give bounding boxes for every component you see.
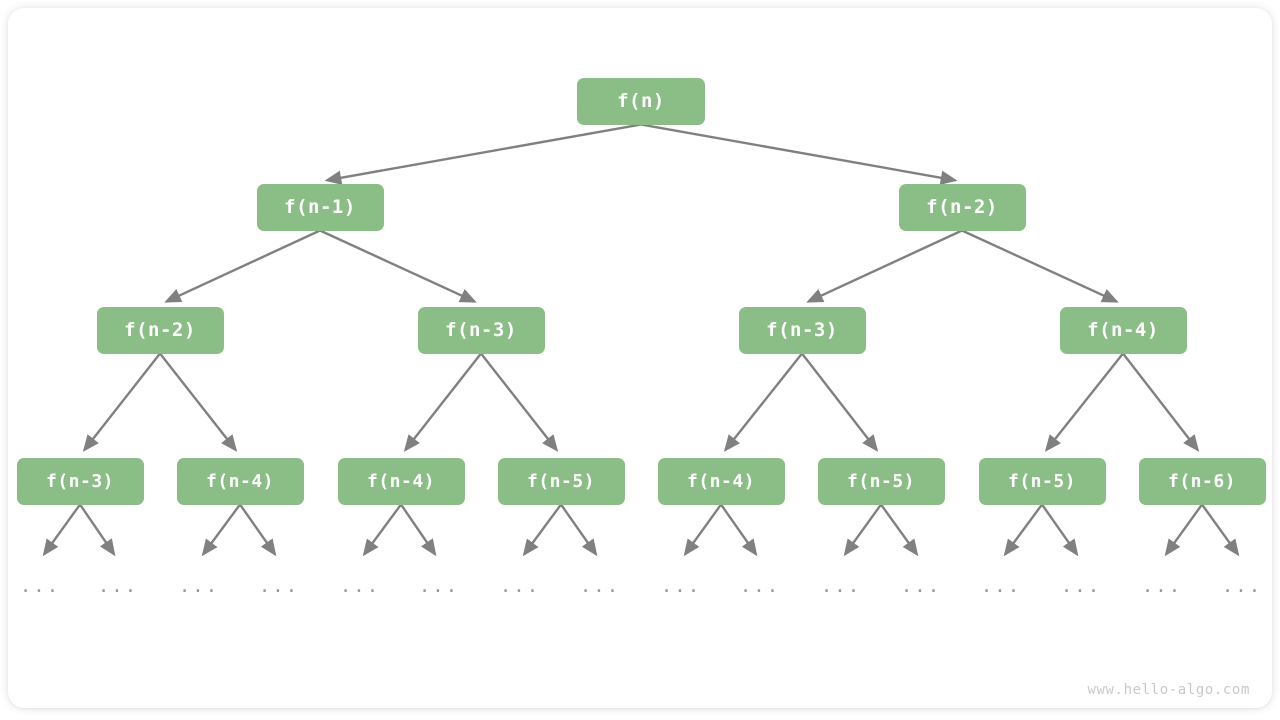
tree-node-n11[interactable]: f(n-4) [657,457,785,505]
tree-node-n0[interactable]: f(n) [577,77,705,125]
tree-node-label: f(n-4) [366,470,436,492]
ellipsis-marker: ... [1221,575,1263,597]
tree-node-label: f(n-3) [766,319,838,341]
tree-node-n2[interactable]: f(n-2) [898,183,1026,231]
tree-node-n7[interactable]: f(n-3) [16,457,144,505]
tree-node-label: f(n-4) [1087,319,1159,341]
ellipsis-marker: ... [258,575,300,597]
ellipsis-marker: ... [97,575,139,597]
ellipsis-marker: ... [820,575,862,597]
tree-node-label: f(n-1) [284,196,356,218]
ellipsis-marker: ... [739,575,781,597]
tree-node-label: f(n-5) [1007,470,1077,492]
tree-node-n8[interactable]: f(n-4) [176,457,304,505]
tree-node-n4[interactable]: f(n-3) [417,306,545,354]
tree-node-n6[interactable]: f(n-4) [1059,306,1187,354]
tree-node-label: f(n-5) [846,470,916,492]
tree-node-n5[interactable]: f(n-3) [738,306,866,354]
ellipsis-marker: ... [178,575,220,597]
tree-node-n10[interactable]: f(n-5) [497,457,625,505]
watermark: www.hello-algo.com [1087,682,1250,698]
tree-node-n13[interactable]: f(n-5) [978,457,1106,505]
tree-node-n14[interactable]: f(n-6) [1138,457,1266,505]
ellipsis-marker: ... [339,575,381,597]
tree-node-label: f(n-6) [1167,470,1237,492]
ellipsis-marker: ... [900,575,942,597]
tree-node-label: f(n-3) [45,470,115,492]
ellipsis-marker: ... [19,575,61,597]
ellipsis-marker: ... [499,575,541,597]
ellipsis-marker: ... [1141,575,1183,597]
ellipsis-marker: ... [579,575,621,597]
tree-node-label: f(n-4) [205,470,275,492]
tree-node-label: f(n-2) [926,196,998,218]
ellipsis-marker: ... [1060,575,1102,597]
tree-node-n1[interactable]: f(n-1) [256,183,384,231]
tree-node-label: f(n-5) [526,470,596,492]
ellipsis-marker: ... [418,575,460,597]
ellipsis-marker: ... [980,575,1022,597]
tree-node-n3[interactable]: f(n-2) [96,306,224,354]
tree-node-n9[interactable]: f(n-4) [337,457,465,505]
tree-node-label: f(n-2) [124,319,196,341]
tree-node-label: f(n) [617,90,665,112]
tree-node-label: f(n-3) [445,319,517,341]
tree-node-label: f(n-4) [686,470,756,492]
tree-node-n12[interactable]: f(n-5) [817,457,945,505]
ellipsis-marker: ... [660,575,702,597]
